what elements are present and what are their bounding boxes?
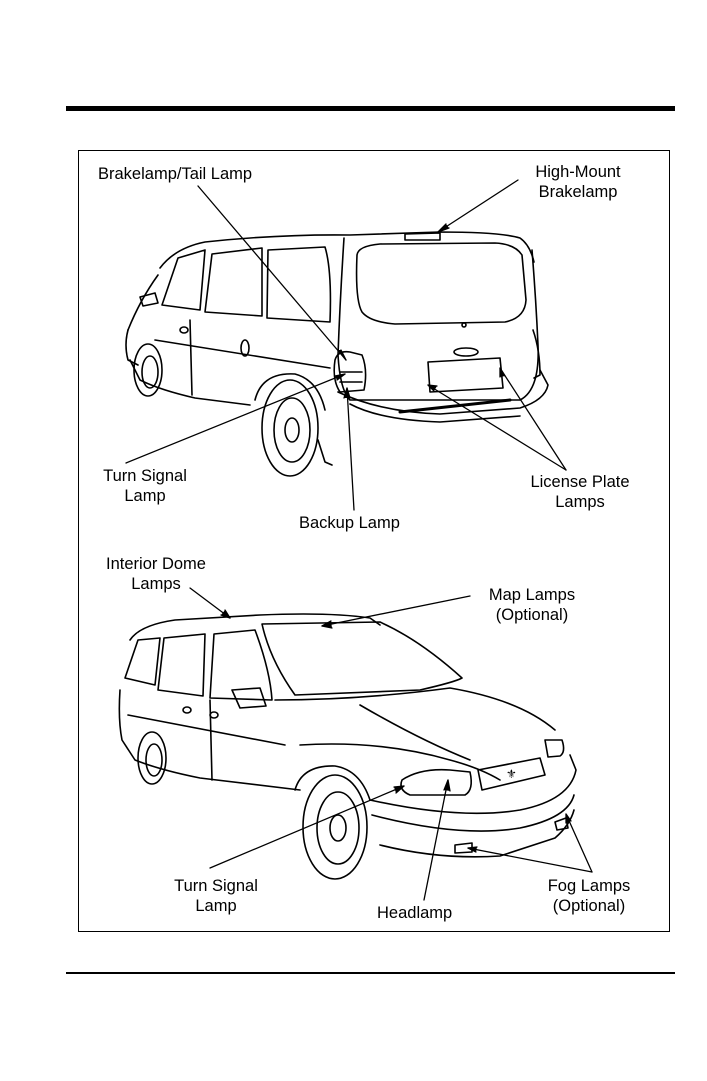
- interior-dome-lamps-label: Interior Dome Lamps: [94, 554, 218, 594]
- svg-text:⚜: ⚜: [506, 767, 517, 781]
- license-plate-lamps-label: License Plate Lamps: [518, 472, 642, 512]
- front-van-illustration: ⚜: [119, 614, 576, 879]
- bottom-rule: [66, 972, 675, 974]
- headlamp-label: Headlamp: [377, 903, 452, 923]
- front-turn-signal-lamp-label: Turn Signal Lamp: [164, 876, 268, 916]
- high-mount-brakelamp-label: High-Mount Brakelamp: [526, 162, 630, 202]
- map-lamps-label: Map Lamps (Optional): [474, 585, 590, 625]
- fog-lamps-label: Fog Lamps (Optional): [532, 876, 646, 916]
- brakelamp-tail-lamp-label: Brakelamp/Tail Lamp: [98, 164, 252, 184]
- rear-turn-signal-lamp-label: Turn Signal Lamp: [94, 466, 196, 506]
- rear-van-illustration: [126, 232, 548, 476]
- backup-lamp-label: Backup Lamp: [299, 513, 400, 533]
